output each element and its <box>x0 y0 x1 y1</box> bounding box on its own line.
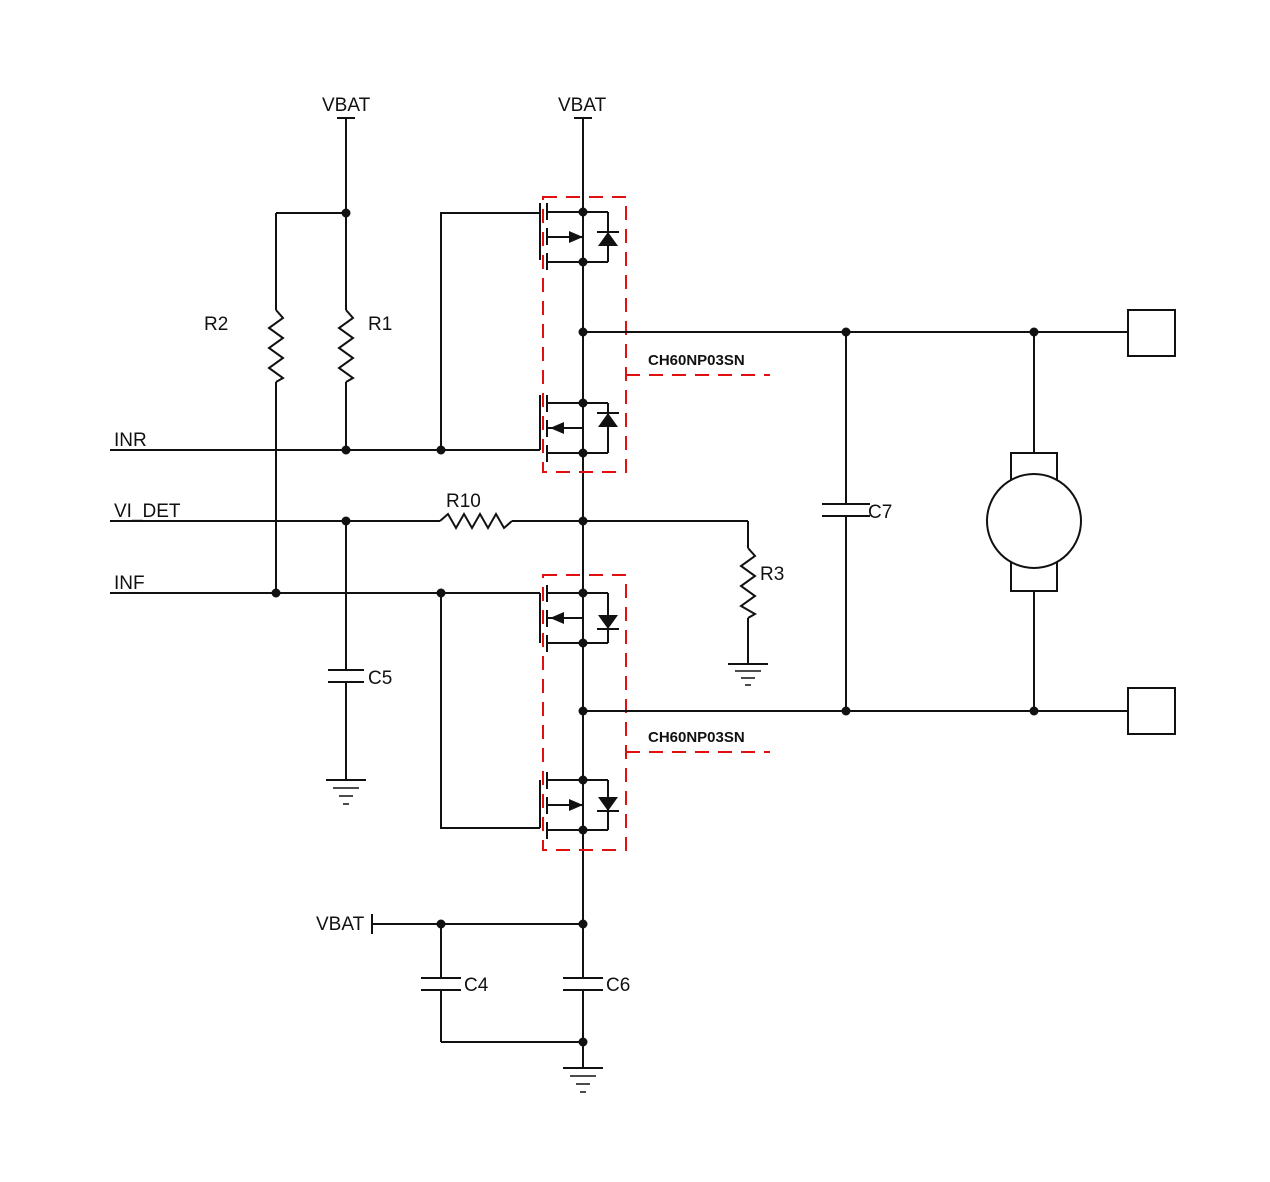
connector-upper <box>1127 309 1176 357</box>
label-part-upper: CH60NP03SN <box>648 352 745 369</box>
capacitor-c5 <box>326 521 366 805</box>
label-r2: R2 <box>204 314 228 335</box>
label-inf: INF <box>114 573 145 594</box>
resistor-r2 <box>267 309 285 593</box>
label-r1: R1 <box>368 314 392 335</box>
label-c5: C5 <box>368 668 392 689</box>
label-c4: C4 <box>464 975 489 996</box>
resistor-r1 <box>337 309 355 450</box>
resistor-r3 <box>728 547 768 686</box>
connector-lower <box>1127 687 1176 735</box>
label-vbat-top: VBAT <box>558 95 607 116</box>
inr-net <box>110 212 540 451</box>
dc-motor <box>986 332 1082 711</box>
label-r10: R10 <box>446 491 481 512</box>
label-vbat-bottom: VBAT <box>316 914 365 935</box>
capacitor-c4 <box>421 924 583 1043</box>
mosfet-q1 <box>539 203 619 270</box>
label-r3: R3 <box>760 564 784 585</box>
mosfet-q4 <box>539 772 619 839</box>
vi-det-net <box>110 511 749 548</box>
package-outline-lower <box>542 574 770 851</box>
package-outline-upper <box>542 196 770 473</box>
label-vi-det: VI_DET <box>114 501 181 522</box>
capacitor-c6 <box>563 977 603 991</box>
label-vbat-left: VBAT <box>322 95 371 116</box>
mosfet-q2 <box>539 395 619 462</box>
inf-net <box>110 592 540 829</box>
ground-main <box>563 1067 603 1093</box>
label-inr: INR <box>114 430 147 451</box>
capacitor-c7 <box>822 332 870 711</box>
junction-dots <box>271 207 1039 1047</box>
label-c7: C7 <box>868 502 892 523</box>
label-part-lower: CH60NP03SN <box>648 729 745 746</box>
vbat-bottom-net <box>371 914 583 934</box>
label-c6: C6 <box>606 975 630 996</box>
